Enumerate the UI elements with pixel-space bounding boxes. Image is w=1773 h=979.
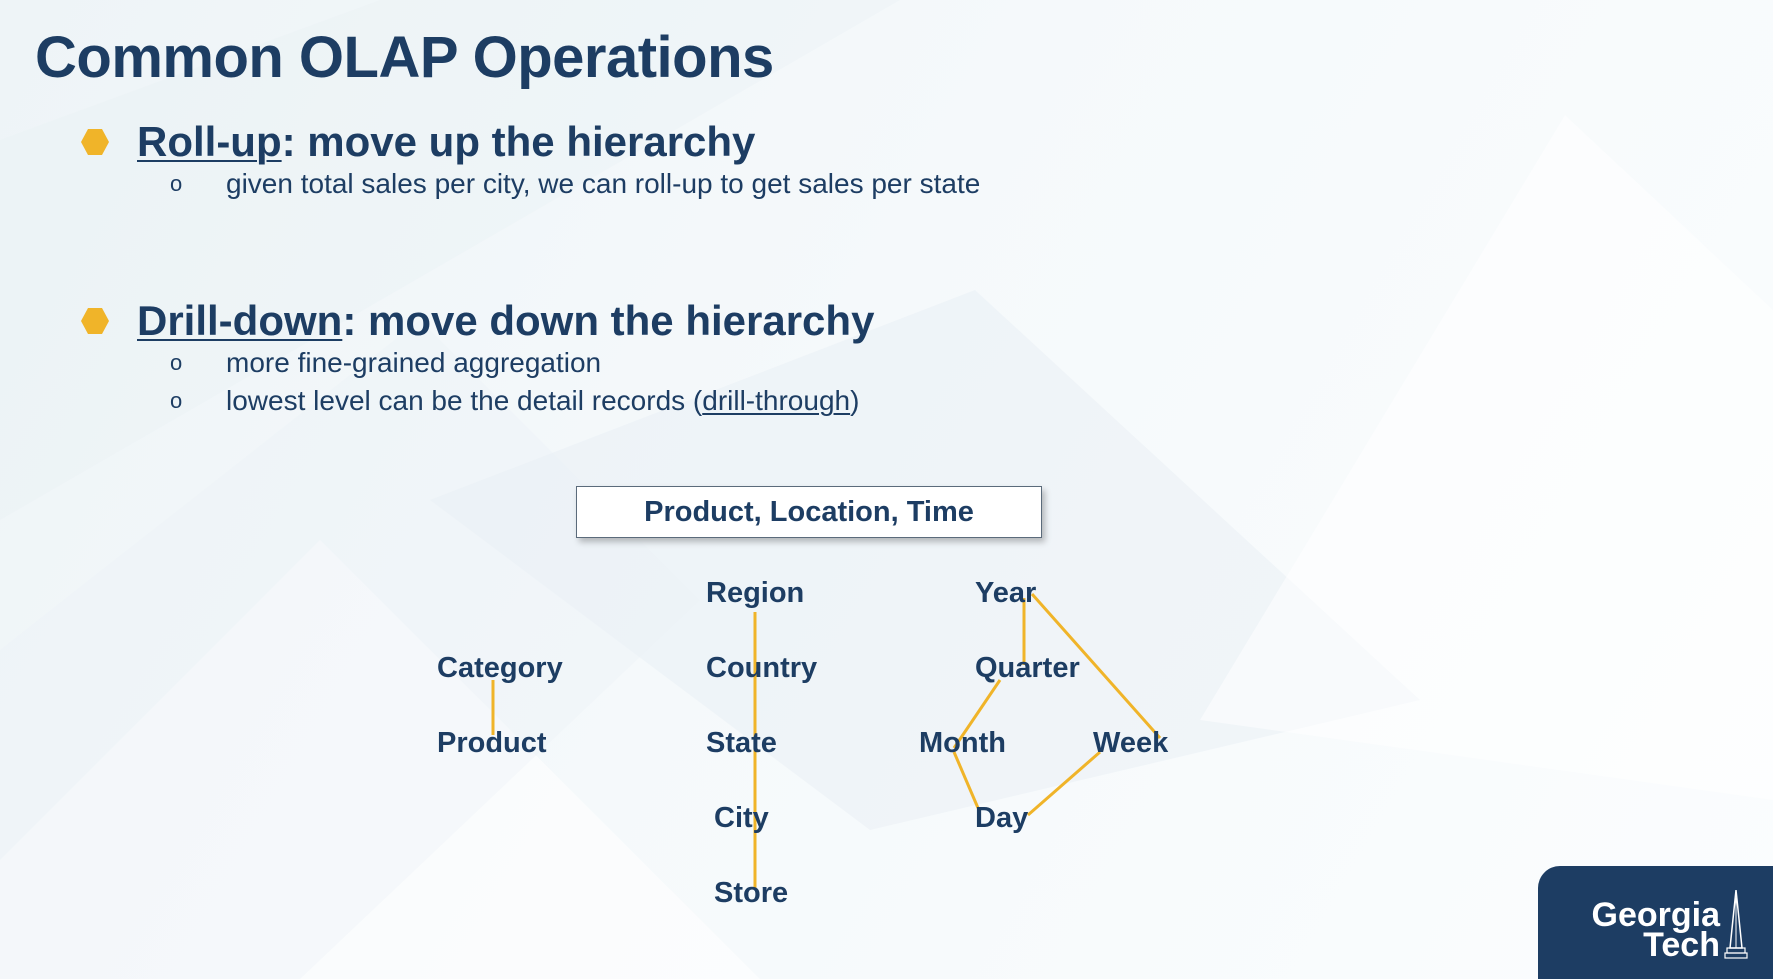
node-month: Month [919,727,1006,759]
dimensions-box: Product, Location, Time [576,486,1042,538]
drillthrough-suffix: ) [850,385,860,416]
logo-line-tech: Tech [1643,926,1720,964]
sub-bullet-marker: o [170,350,183,375]
node-quarter: Quarter [975,652,1080,684]
drillthrough-prefix: lowest level can be the detail records ( [226,385,703,416]
drilldown-description: : move down the hierarchy [342,297,875,344]
drilldown-sub-text: lowest level can be the detail records (… [226,385,859,417]
node-store: Store [714,877,789,909]
bullet-drilldown-text: Drill-down: move down the hierarchy [137,297,874,345]
rollup-description: : move up the hierarchy [281,118,756,165]
georgia-tech-logo: Georgia Tech [1538,866,1773,979]
drill-through-link: drill-through [702,385,851,416]
node-region: Region [706,577,805,609]
sub-bullet-marker: o [170,171,183,196]
drilldown-term: Drill-down [137,297,343,344]
hexagon-bullet-icon [81,129,109,155]
node-category: Category [437,652,563,684]
node-state: State [706,727,777,759]
node-country: Country [706,652,818,684]
drilldown-sub-item: o more fine-grained aggregation [170,347,601,379]
logo-line-georgia: Georgia [1591,896,1720,934]
bullet-drilldown: Drill-down: move down the hierarchy [80,297,874,345]
slide-title: Common OLAP Operations [35,25,774,90]
rollup-sub-text: given total sales per city, we can roll-… [226,168,981,199]
bullet-rollup: Roll-up: move up the hierarchy [80,118,755,166]
node-day: Day [975,802,1029,834]
drilldown-sub-text: more fine-grained aggregation [226,347,602,378]
hexagon-bullet-icon [81,308,109,334]
bullet-rollup-text: Roll-up: move up the hierarchy [137,118,755,166]
node-product: Product [437,727,547,759]
tech-tower-icon [1724,890,1748,959]
node-year: Year [975,577,1037,609]
node-city: City [714,802,769,834]
logo-wordmark: Georgia Tech [1568,896,1720,964]
node-week: Week [1093,727,1169,759]
rollup-term: Roll-up [137,118,282,165]
rollup-sub-item: o given total sales per city, we can rol… [170,168,980,200]
sub-bullet-marker: o [170,388,183,413]
drilldown-sub-item: o lowest level can be the detail records… [170,385,859,417]
